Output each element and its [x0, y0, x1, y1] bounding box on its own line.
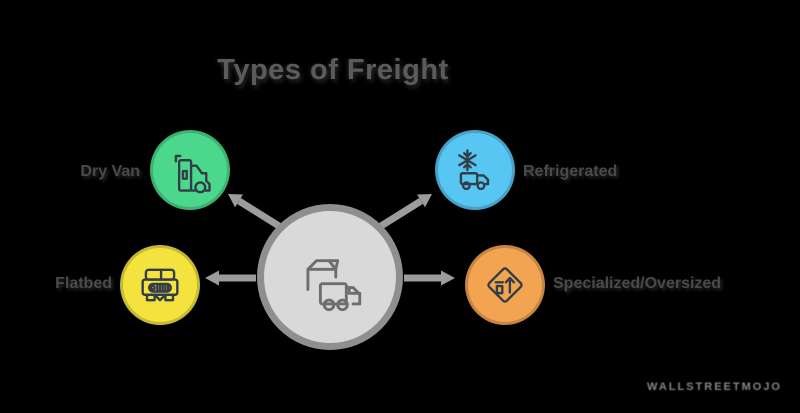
node-flatbed — [120, 245, 200, 325]
node-label-specialized-oversized: Specialized/Oversized — [553, 275, 722, 292]
arrow-right-icon — [404, 270, 455, 286]
node-dry-van — [150, 130, 230, 210]
oversize-road-sign-icon — [487, 267, 523, 303]
arrow-up-right-icon — [379, 194, 432, 229]
node-specialized-oversized — [465, 245, 545, 325]
hub-circle — [257, 204, 403, 350]
arrow-left-icon — [205, 270, 256, 286]
semi-truck-icon — [174, 154, 211, 194]
node-label-flatbed: Flatbed — [55, 275, 112, 292]
watermark: WALLSTREETMOJO — [647, 381, 782, 393]
package-delivery-truck-icon — [306, 259, 362, 312]
node-label-dry-van: Dry Van — [80, 163, 140, 180]
truck-front-icon — [141, 268, 179, 302]
node-label-refrigerated: Refrigerated — [523, 163, 618, 180]
node-refrigerated — [435, 130, 515, 210]
arrow-up-left-icon — [228, 194, 281, 229]
page-title: Types of Freight — [217, 54, 449, 86]
refrigerated-truck-icon — [458, 149, 490, 191]
